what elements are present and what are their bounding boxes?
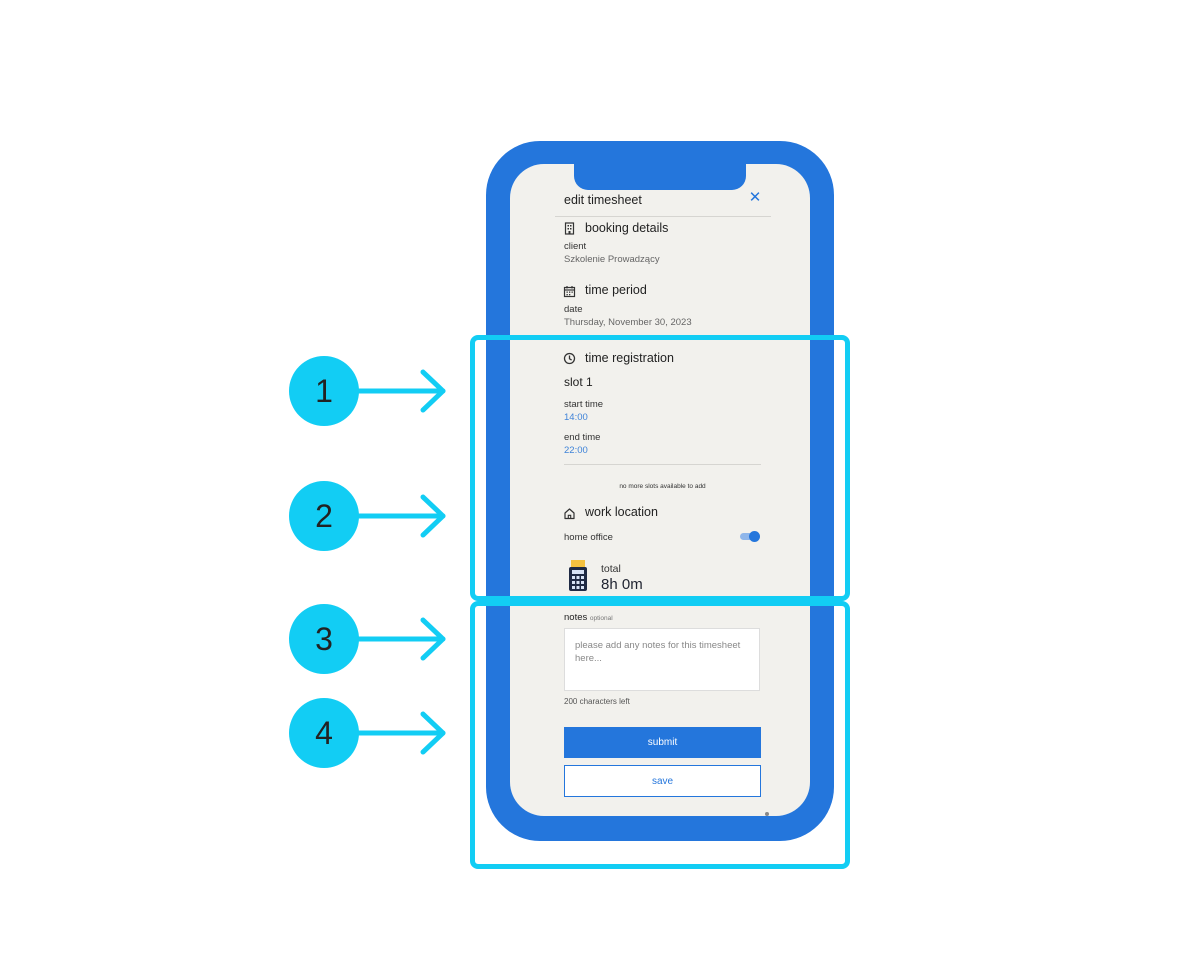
notes-label-row: notes optional <box>564 612 613 623</box>
highlight-box-upper <box>470 335 850 601</box>
annotation-arrow-1 <box>355 369 446 413</box>
close-icon[interactable]: ✕ <box>748 189 762 206</box>
end-time-value[interactable]: 22:00 <box>564 445 588 456</box>
no-more-slots-text: no more slots available to add <box>619 483 706 490</box>
date-label: date <box>564 304 583 315</box>
home-office-toggle[interactable] <box>740 531 760 542</box>
save-button[interactable]: save <box>564 765 761 797</box>
home-icon <box>564 508 575 520</box>
annotation-badge-1: 1 <box>289 356 359 426</box>
annotation-arrow-2 <box>355 494 446 538</box>
end-time-label: end time <box>564 432 601 443</box>
home-office-label: home office <box>564 532 613 543</box>
total-label: total <box>601 563 621 575</box>
start-time-value[interactable]: 14:00 <box>564 412 588 423</box>
highlight-box-lower <box>470 601 850 869</box>
total-value: 8h 0m <box>601 576 643 593</box>
date-value: Thursday, November 30, 2023 <box>564 317 692 328</box>
annotation-arrow-4 <box>355 711 446 755</box>
clock-icon <box>563 352 576 365</box>
annotation-arrow-3 <box>355 617 446 661</box>
start-time-label: start time <box>564 399 604 410</box>
building-icon <box>564 222 575 235</box>
client-value: Szkolenie Prowadzący <box>564 254 660 265</box>
toggle-knob <box>749 531 760 542</box>
chars-left-text: 200 characters left <box>564 697 630 706</box>
calculator-icon <box>569 560 587 591</box>
page-title: edit timesheet <box>564 193 642 207</box>
calendar-icon <box>563 286 576 298</box>
annotation-badge-3: 3 <box>289 604 359 674</box>
phone-notch <box>574 150 746 190</box>
header-divider <box>555 216 771 217</box>
toggle-track <box>740 533 756 540</box>
time-registration-heading: time registration <box>585 351 674 365</box>
scroll-dot <box>765 812 769 816</box>
submit-button[interactable]: submit <box>564 727 761 758</box>
time-period-heading: time period <box>585 283 647 297</box>
annotation-badge-4: 4 <box>289 698 359 768</box>
slot-divider <box>564 464 761 465</box>
work-location-heading: work location <box>585 505 658 519</box>
slot-title: slot 1 <box>564 375 593 389</box>
booking-details-heading: booking details <box>585 221 669 235</box>
notes-optional: optional <box>589 615 613 622</box>
notes-label: notes <box>564 612 588 623</box>
annotation-badge-2: 2 <box>289 481 359 551</box>
client-label: client <box>564 241 587 252</box>
phone-screen <box>510 164 810 816</box>
notes-input[interactable] <box>564 628 760 691</box>
